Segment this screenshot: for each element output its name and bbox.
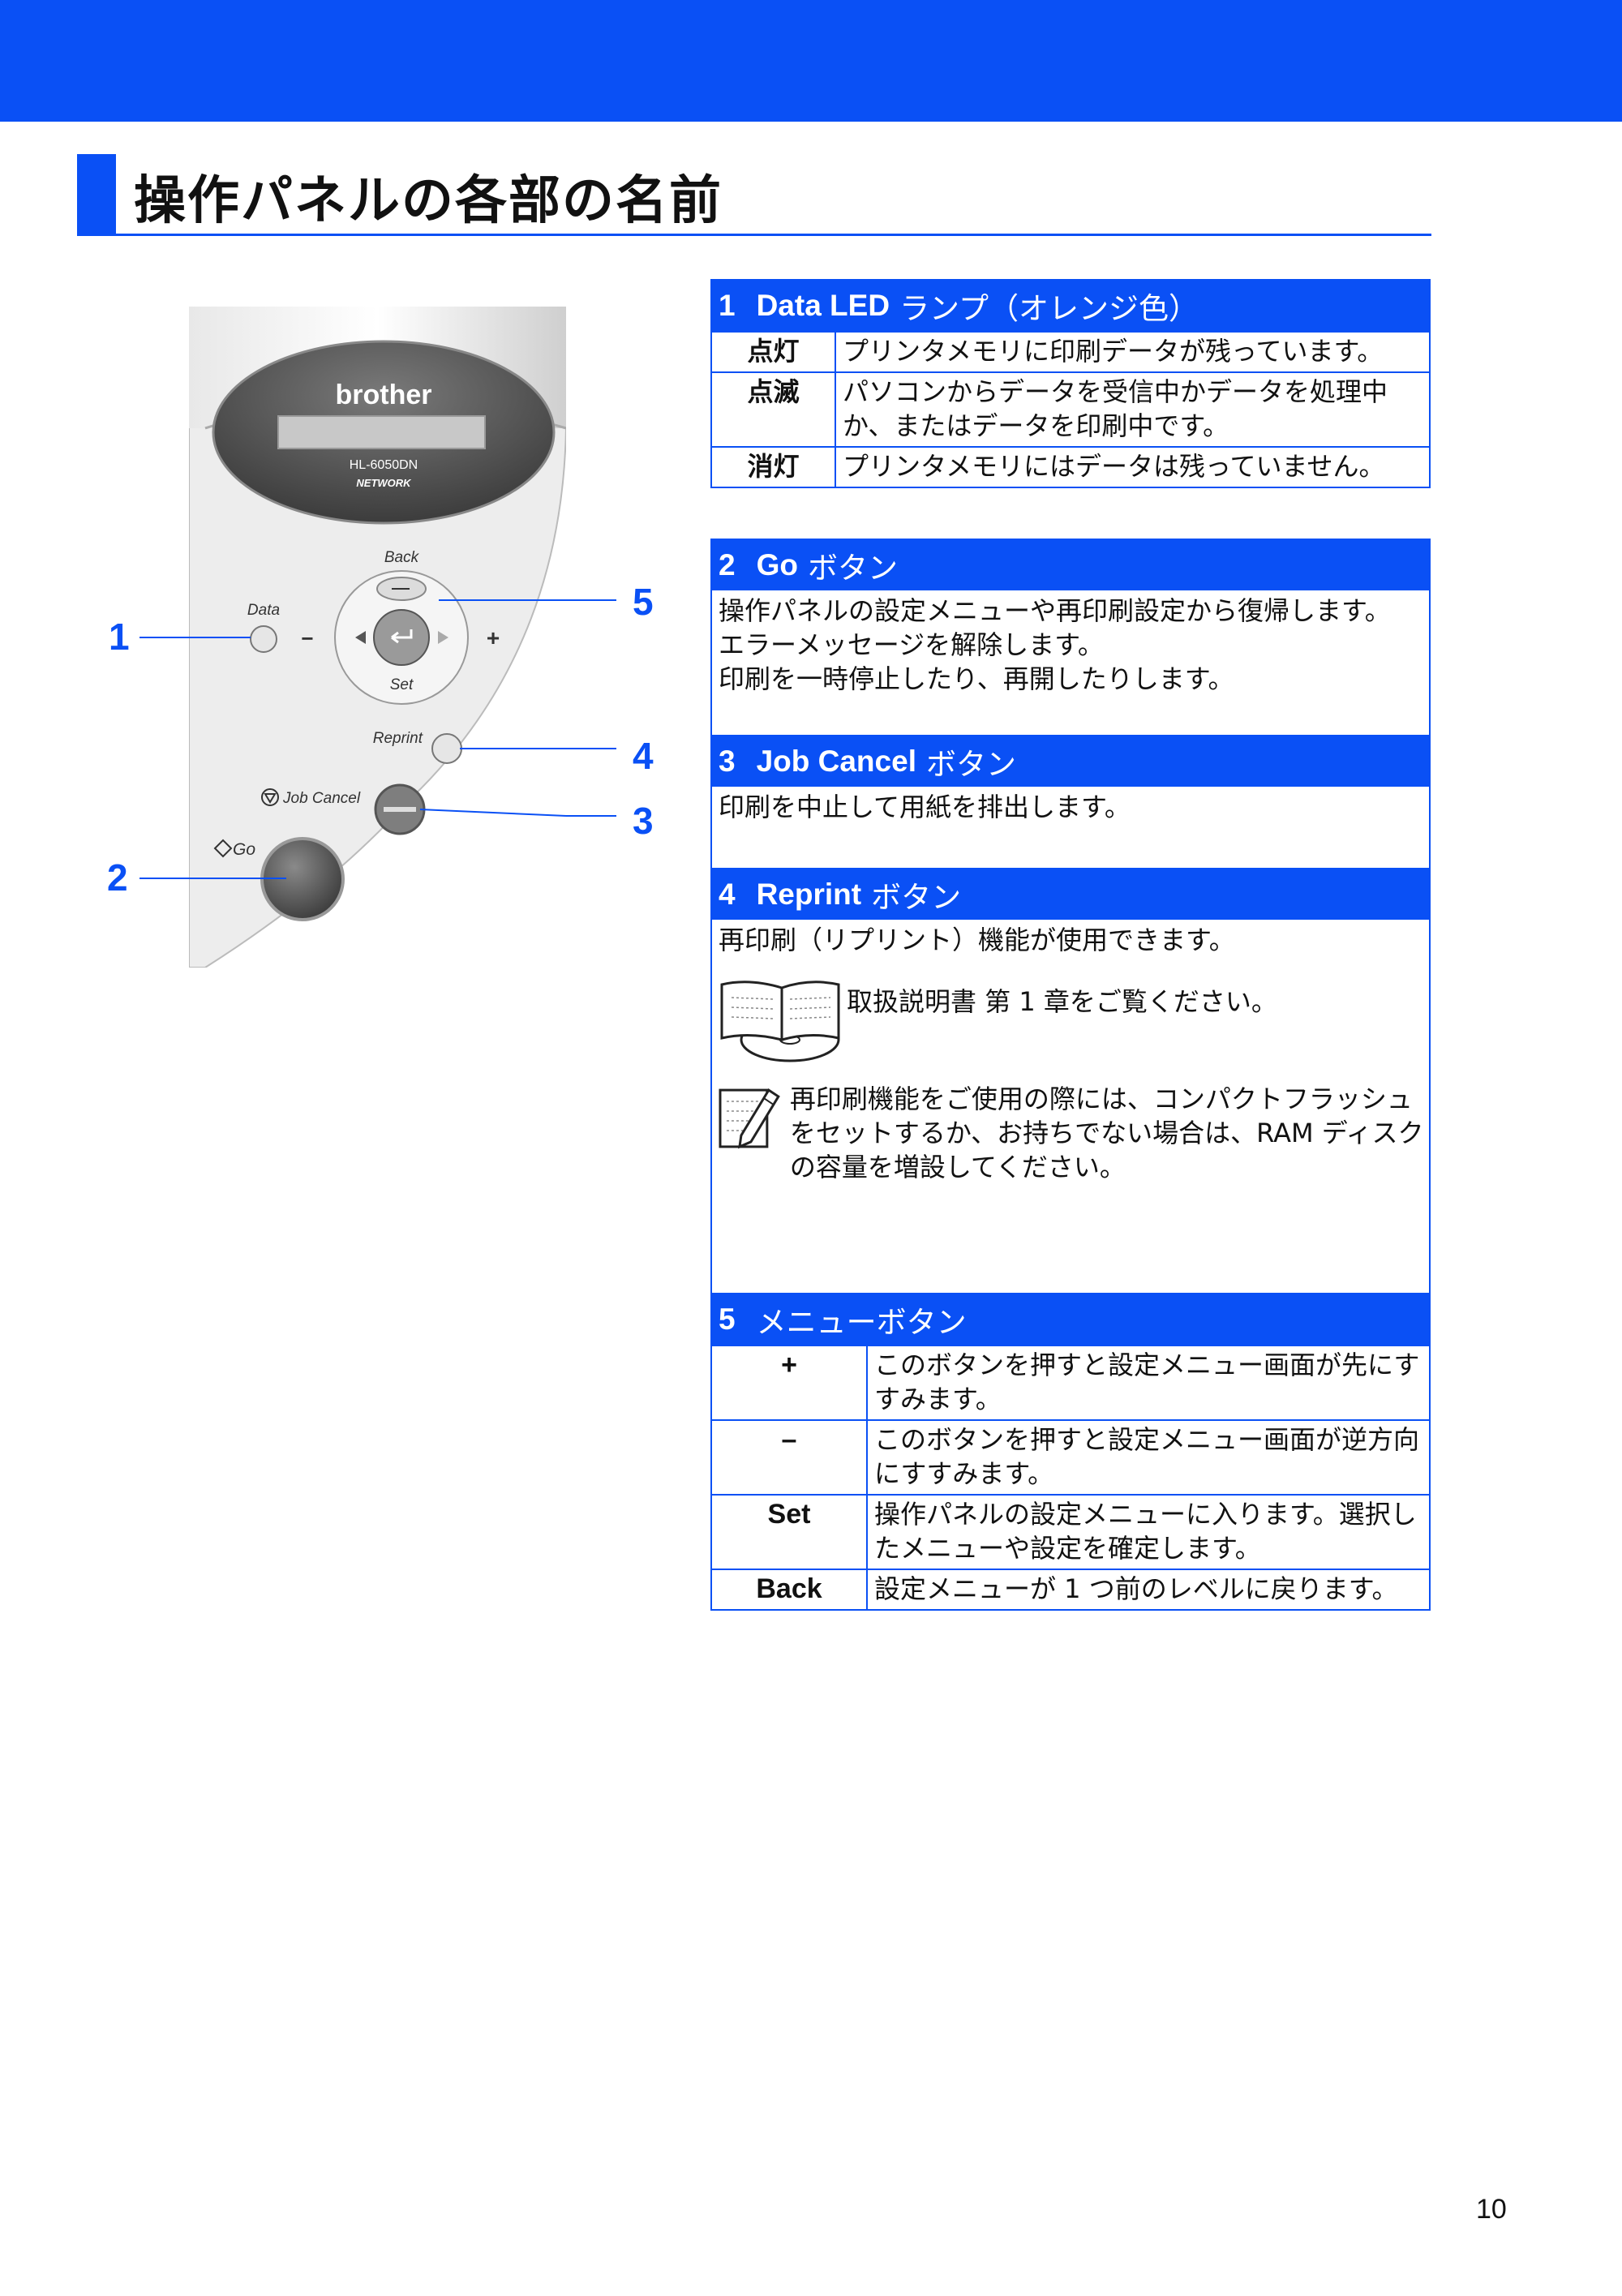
section-title: ボタン [925, 747, 1016, 782]
callout-line-2 [139, 878, 190, 879]
row-value: このボタンを押すと設定メニュー画面が先にすすみます。 [867, 1345, 1429, 1420]
note: 再印刷機能をご使用の際には、コンパクトフラッシュをセットするか、お持ちでない場合… [712, 1082, 1429, 1184]
row-key: + [712, 1345, 868, 1420]
section-reprint: 4 Reprint ボタン 再印刷（リプリント）機能が使用できます。 取扱説明書… [710, 868, 1431, 1294]
section-go: 2 Go ボタン 操作パネルの設定メニューや再印刷設定から復帰します。 エラーメ… [710, 539, 1431, 736]
menu-table: + このボタンを押すと設定メニュー画面が先にすすみます。 – このボタンを押すと… [712, 1345, 1429, 1609]
section-menu: 5 メニューボタン + このボタンを押すと設定メニュー画面が先にすすみます。 –… [710, 1293, 1431, 1611]
data-led [250, 625, 277, 653]
callout-4: 4 [633, 735, 654, 777]
brand-logo: brother [336, 380, 432, 410]
network-logo: NETWORK [356, 477, 412, 489]
manual-reference-text: 取扱説明書 第 1 章をご覧ください。 [847, 986, 1277, 1017]
section-header: 5 メニューボタン [712, 1294, 1429, 1345]
plus-label: + [487, 625, 500, 650]
callout-3: 3 [633, 800, 654, 842]
set-label: Set [390, 676, 414, 693]
section-header: 4 Reprint ボタン [712, 869, 1429, 920]
reprint-button[interactable] [431, 733, 462, 764]
section-title: ランプ（オレンジ色） [899, 291, 1199, 326]
table-row: Set 操作パネルの設定メニューに入ります。選択したメニューや設定を確定します。 [712, 1494, 1429, 1569]
section-number: 2 [719, 548, 736, 582]
callout-line-3 [566, 815, 616, 817]
data-label: Data [247, 602, 280, 619]
callout-5: 5 [633, 581, 654, 623]
section-title-bold: Job Cancel [756, 745, 916, 778]
section-body: 操作パネルの設定メニューや再印刷設定から復帰します。 エラーメッセージを解除しま… [712, 590, 1429, 699]
row-value: プリンタメモリにはデータは残っていません。 [835, 446, 1429, 487]
callout-2: 2 [107, 856, 128, 899]
section-title-bold: Reprint [756, 878, 862, 911]
callout-1: 1 [109, 616, 130, 658]
row-key: 点滅 [712, 371, 836, 447]
row-key: Set [712, 1494, 868, 1569]
row-key: 点灯 [712, 331, 836, 372]
model-label: HL-6050DN [350, 458, 418, 472]
section-title: ボタン [871, 880, 962, 915]
row-value: 操作パネルの設定メニューに入ります。選択したメニューや設定を確定します。 [867, 1494, 1429, 1569]
table-row: 点滅 パソコンからデータを受信中かデータを処理中か、またはデータを印刷中です。 [712, 371, 1429, 447]
callout-line-5 [566, 599, 616, 601]
page-number: 10 [1476, 2194, 1507, 2225]
control-panel-illustration: brother HL-6050DN NETWORK Back Set − + D… [189, 307, 566, 968]
body-line: 印刷を一時停止したり、再開したりします。 [719, 663, 1234, 694]
section-header: 3 Job Cancel ボタン [712, 736, 1429, 787]
header-bar [0, 0, 1622, 122]
row-value: プリンタメモリに印刷データが残っています。 [835, 331, 1429, 372]
section-number: 1 [719, 289, 736, 322]
section-header: 2 Go ボタン [712, 540, 1429, 590]
section-title-bold: Go [756, 548, 798, 582]
section-job-cancel: 3 Job Cancel ボタン 印刷を中止して用紙を排出します。 [710, 735, 1431, 869]
row-key: Back [712, 1569, 868, 1609]
table-row: 消灯 プリンタメモリにはデータは残っていません。 [712, 446, 1429, 487]
row-key: 消灯 [712, 446, 836, 487]
row-value: 設定メニューが 1 つ前のレベルに戻ります。 [867, 1569, 1429, 1609]
section-data-led: 1 Data LED ランプ（オレンジ色） 点灯 プリンタメモリに印刷データが残… [710, 279, 1431, 488]
reprint-label: Reprint [373, 730, 423, 747]
section-title: ボタン [807, 551, 898, 586]
note-pencil-icon [719, 1088, 780, 1149]
row-value: パソコンからデータを受信中かデータを処理中か、またはデータを印刷中です。 [835, 371, 1429, 447]
section-number: 3 [719, 745, 736, 778]
row-value: このボタンを押すと設定メニュー画面が逆方向にすすみます。 [867, 1419, 1429, 1495]
minus-label: − [301, 626, 313, 650]
title-marker [77, 154, 116, 235]
table-row: – このボタンを押すと設定メニュー画面が逆方向にすすみます。 [712, 1419, 1429, 1495]
section-number: 4 [719, 878, 736, 911]
go-label: Go [233, 840, 255, 859]
callout-line-4 [566, 748, 616, 749]
row-key: – [712, 1419, 868, 1495]
back-label: Back [384, 549, 420, 566]
section-number: 5 [719, 1302, 736, 1336]
manual-reference: 取扱説明書 第 1 章をご覧ください。 [712, 975, 1429, 1066]
section-body: 印刷を中止して用紙を排出します。 [719, 792, 1131, 822]
body-line: 操作パネルの設定メニューや再印刷設定から復帰します。 [719, 595, 1391, 626]
section-title: メニューボタン [756, 1305, 967, 1340]
table-row: Back 設定メニューが 1 つ前のレベルに戻ります。 [712, 1569, 1429, 1609]
data-led-table: 点灯 プリンタメモリに印刷データが残っています。 点滅 パソコンからデータを受信… [712, 331, 1429, 487]
section-title-bold: Data LED [756, 289, 890, 322]
page-title: 操作パネルの各部の名前 [134, 171, 723, 231]
table-row: 点灯 プリンタメモリに印刷データが残っています。 [712, 331, 1429, 372]
manual-book-cd-icon [720, 981, 840, 1062]
body-line: エラーメッセージを解除します。 [719, 629, 1104, 660]
section-header: 1 Data LED ランプ（オレンジ色） [712, 281, 1429, 331]
note-text: 再印刷機能をご使用の際には、コンパクトフラッシュをセットするか、お持ちでない場合… [789, 1084, 1424, 1182]
section-body: 再印刷（リプリント）機能が使用できます。 [719, 925, 1235, 955]
callout-line-1 [139, 637, 190, 638]
title-rule [77, 234, 1431, 236]
job-cancel-label: Job Cancel [282, 790, 361, 807]
table-row: + このボタンを押すと設定メニュー画面が先にすすみます。 [712, 1345, 1429, 1420]
